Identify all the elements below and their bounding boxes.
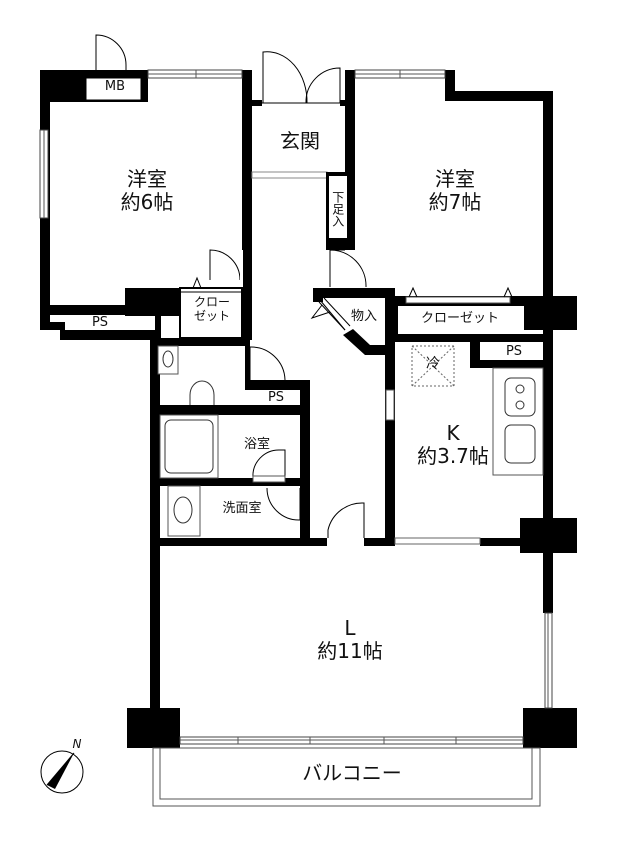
toilet-door[interactable]	[249, 346, 286, 382]
kitchen-opening	[394, 537, 481, 545]
closet-2-label: クローゼット	[420, 311, 499, 326]
shoe-storage	[329, 176, 347, 238]
fridge-space	[411, 345, 455, 387]
entrance-step	[251, 171, 328, 179]
ps-1-label: PS	[91, 315, 109, 330]
compass-north-label: N	[72, 737, 82, 751]
room-name: L	[344, 616, 356, 640]
closet-1-label: クロー ゼット	[184, 295, 240, 324]
wet-area-walls	[150, 338, 310, 548]
room-name: 洋室	[127, 167, 167, 191]
wash-basin	[167, 485, 201, 537]
living-room-walls	[127, 538, 577, 748]
ps-2	[252, 390, 300, 405]
toilet-sink	[157, 345, 179, 375]
stove	[504, 377, 536, 417]
closet-2	[398, 306, 524, 334]
western-room-2-label: 洋室 約7帖	[410, 168, 500, 214]
storage-walls	[313, 288, 395, 538]
balcony	[152, 747, 541, 807]
closet-1-line2: ゼット	[193, 308, 230, 323]
balcony-label: バルコニー	[302, 761, 402, 785]
bathroom-label: 浴室	[243, 437, 270, 452]
western-room-2-walls	[445, 70, 577, 330]
window-top-room1	[147, 69, 243, 79]
ps-3-label: PS	[505, 344, 523, 359]
room-name: 洋室	[435, 167, 475, 191]
entrance-label: 玄関	[280, 129, 320, 153]
room-size: 約7帖	[428, 190, 482, 214]
meter-box-door[interactable]	[95, 34, 127, 78]
window-right-living	[544, 612, 553, 709]
shoe-storage-label: 下足入	[330, 191, 345, 227]
washroom-door[interactable]	[266, 487, 301, 521]
western-room-1-label: 洋室 約6帖	[112, 168, 182, 214]
closet-1-line1: クロー	[193, 295, 230, 309]
closet-1	[179, 287, 243, 339]
window-top-room2	[354, 69, 446, 79]
sink	[504, 424, 536, 464]
window-left-room1	[39, 129, 49, 219]
room-size: 約6帖	[120, 190, 174, 214]
storage-label: 物入	[350, 309, 377, 324]
living-door[interactable]	[327, 502, 365, 538]
ps-2-label: PS	[267, 390, 285, 405]
meter-box	[85, 77, 142, 101]
toilet	[189, 380, 215, 405]
washroom-label: 洗面室	[222, 501, 262, 516]
fridge-label: 冷	[426, 356, 440, 372]
entrance-door[interactable]	[262, 51, 341, 104]
kitchen-label: K 約3.7帖	[408, 422, 498, 468]
room-size: 約11帖	[317, 639, 383, 663]
room1-door[interactable]	[209, 249, 241, 281]
room-size: 約3.7帖	[417, 444, 489, 468]
room2-door[interactable]	[329, 249, 367, 288]
ps-3	[480, 345, 545, 360]
living-label: L 約11帖	[305, 617, 395, 663]
entrance-walls	[252, 70, 355, 250]
room-name: K	[446, 421, 460, 445]
kitchen-side-opening	[385, 389, 395, 421]
meter-box-label: MB	[104, 79, 126, 94]
bathroom-door[interactable]	[252, 449, 286, 479]
window-balcony	[179, 736, 524, 745]
compass-icon	[40, 750, 84, 794]
